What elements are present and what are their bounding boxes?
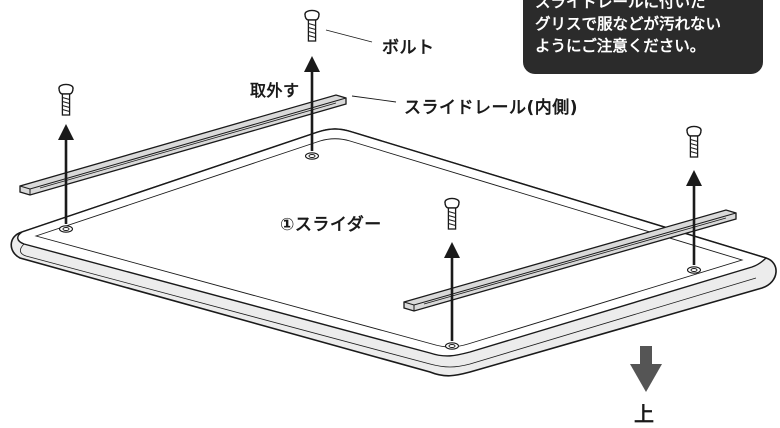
label-slide-rail: スライドレール(内側)	[404, 98, 579, 118]
caution-note-line: グリスで服などが汚れない	[535, 15, 722, 33]
label-remove: 取外す	[250, 81, 300, 100]
hole-back	[304, 152, 320, 160]
arrow-back	[304, 56, 320, 151]
hole-front-left	[58, 225, 74, 233]
caution-note: スライドレールに付いた グリスで服などが汚れない ようにご注意ください。	[523, 0, 763, 74]
caution-note-line: スライドレールに付いた	[535, 0, 706, 11]
label-bolt: ボルト	[382, 38, 435, 58]
up-direction-arrow	[630, 346, 662, 392]
screw-back	[304, 9, 320, 42]
arrow-front	[444, 242, 460, 341]
leader-bolt	[325, 29, 373, 43]
label-slider: ①スライダー	[280, 215, 382, 235]
label-up: 上	[634, 402, 655, 426]
screw-front-left	[58, 83, 74, 116]
slider-plate	[10, 128, 777, 377]
removal-arrows	[58, 56, 702, 341]
hole-front	[444, 342, 460, 350]
caution-note-line: ようにご注意ください。	[535, 37, 706, 55]
arrow-front-left	[58, 124, 74, 224]
slide-rail-right	[403, 209, 737, 312]
arrow-right	[686, 170, 702, 265]
hole-right	[686, 266, 702, 274]
slide-rail-left	[19, 94, 347, 196]
screw-right	[686, 125, 702, 158]
leader-rail	[351, 95, 397, 103]
